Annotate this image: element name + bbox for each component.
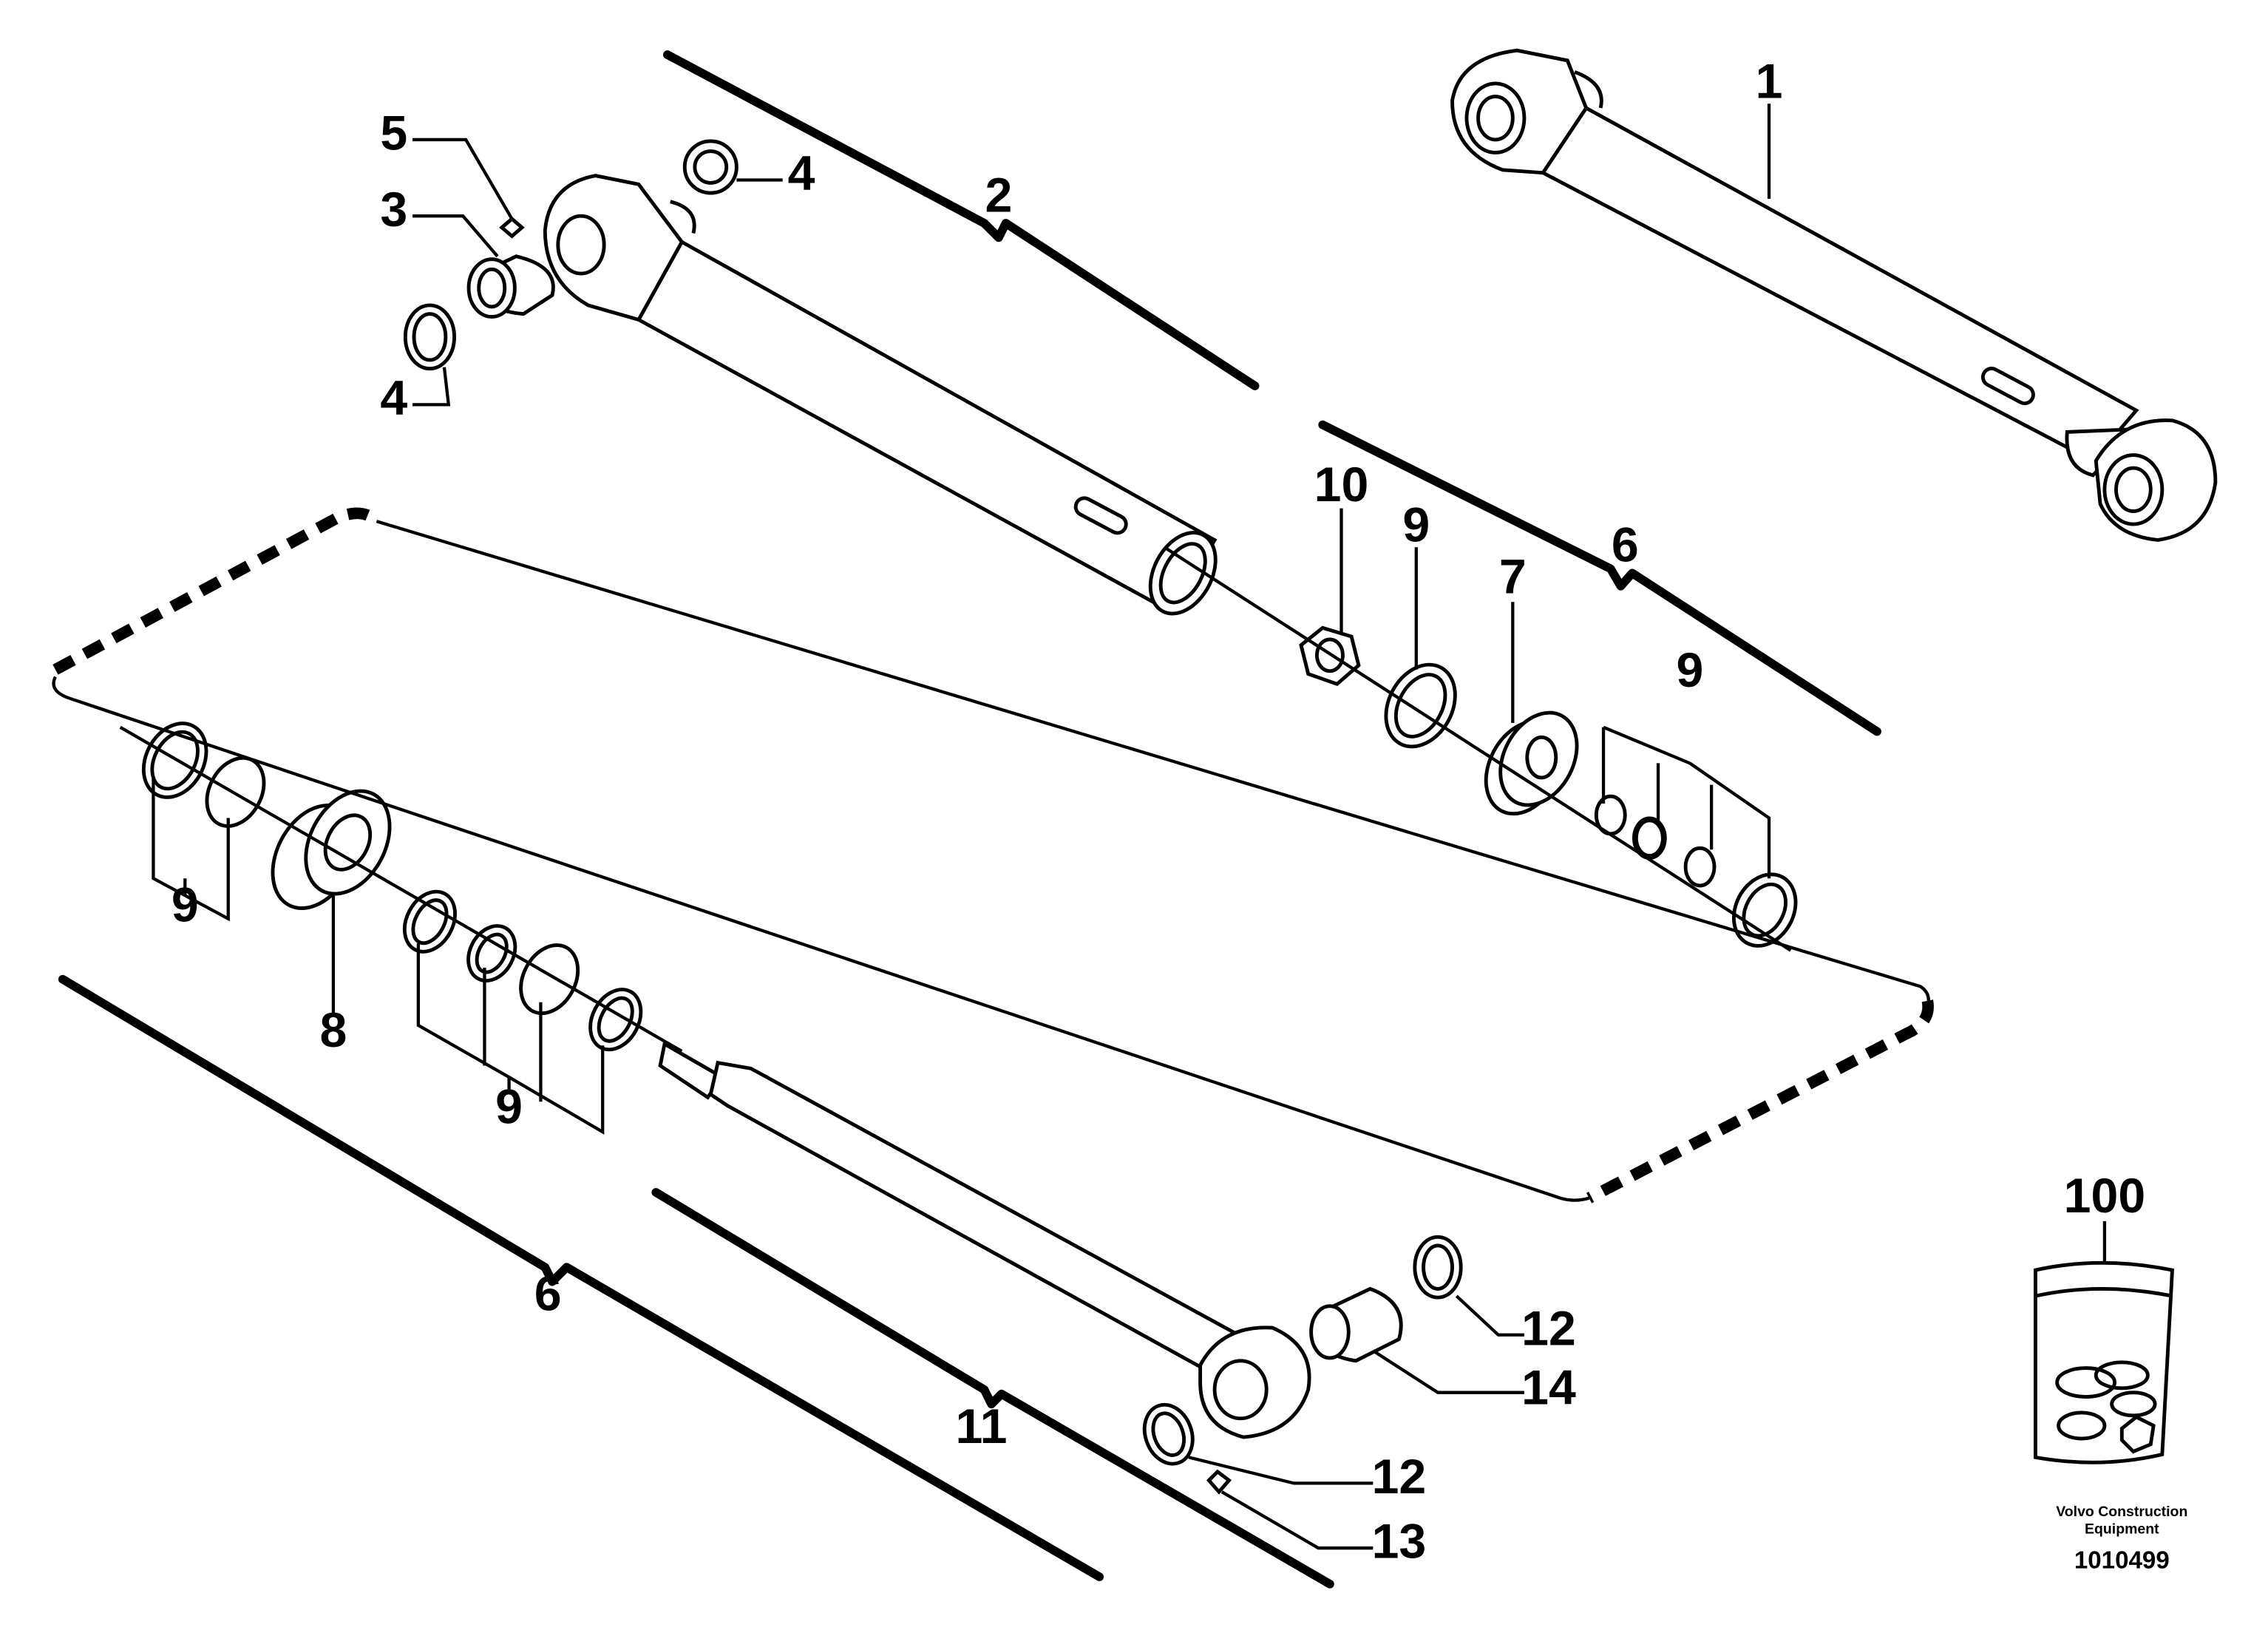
leader-lines (152, 103, 2107, 1550)
callout-8: 8 (320, 1003, 347, 1058)
tube-bushing (466, 254, 555, 319)
callout-12-lower: 12 (1372, 1450, 1427, 1504)
piston-guide-ring (1384, 662, 1457, 749)
callout-6-upper: 6 (1612, 518, 1639, 573)
assembled-cylinder (1450, 48, 2218, 542)
assembly-outline (52, 507, 1934, 1203)
callout-10: 10 (1314, 458, 1369, 512)
callout-2: 2 (985, 168, 1012, 223)
callout-5: 5 (380, 106, 407, 161)
rod-seal-ring-upper (1413, 1235, 1463, 1300)
piston (1484, 710, 1579, 816)
callout-9-piston: 9 (1677, 643, 1704, 698)
callout-4-upper: 4 (788, 146, 815, 201)
callout-9-head-left: 9 (172, 878, 199, 933)
rod-seal-ring-lower (1142, 1402, 1195, 1466)
callout-11: 11 (956, 1399, 1008, 1454)
callout-6-lower: 6 (534, 1267, 562, 1322)
brand-line-2: Equipment (2085, 1521, 2159, 1538)
callout-13: 13 (1372, 1515, 1427, 1569)
brace-group-11 (651, 1188, 1334, 1589)
piston-nut (1299, 625, 1361, 687)
piston-seal-rings (1594, 794, 1798, 948)
cylinder-tube (543, 174, 1218, 616)
piston-rod (658, 1041, 1311, 1439)
callout-9-head-right: 9 (495, 1079, 523, 1134)
rod-bushing (1309, 1286, 1403, 1363)
brace-group-6-top (1318, 420, 1881, 736)
callout-14: 14 (1521, 1360, 1576, 1415)
footer: Volvo Construction Equipment 1010499 (2056, 1504, 2187, 1574)
head-seal-rings-right (402, 889, 643, 1052)
grease-nipple-rod (1206, 1469, 1232, 1495)
brace-group-6-bottom (58, 974, 1104, 1581)
callout-labels: 1 2 3 4 4 5 6 6 7 8 9 9 9 9 10 11 12 12 … (172, 54, 2145, 1569)
tube-seal-ring-lower (403, 303, 456, 371)
callout-7: 7 (1499, 550, 1527, 605)
callout-4-lower: 4 (380, 371, 407, 426)
tube-seal-ring-upper (682, 139, 739, 195)
seal-kit-bag (2033, 1260, 2175, 1464)
document-number: 1010499 (2074, 1547, 2170, 1574)
grease-nipple-tube (499, 216, 525, 239)
cylinder-head (271, 789, 392, 911)
brace-group-2 (663, 50, 1260, 390)
callout-100: 100 (2064, 1169, 2145, 1223)
brand-line-1: Volvo Construction (2056, 1504, 2187, 1520)
callout-1: 1 (1756, 54, 1783, 109)
callout-12-upper: 12 (1521, 1301, 1576, 1356)
callout-9-top: 9 (1402, 498, 1430, 552)
callout-3: 3 (380, 183, 407, 237)
